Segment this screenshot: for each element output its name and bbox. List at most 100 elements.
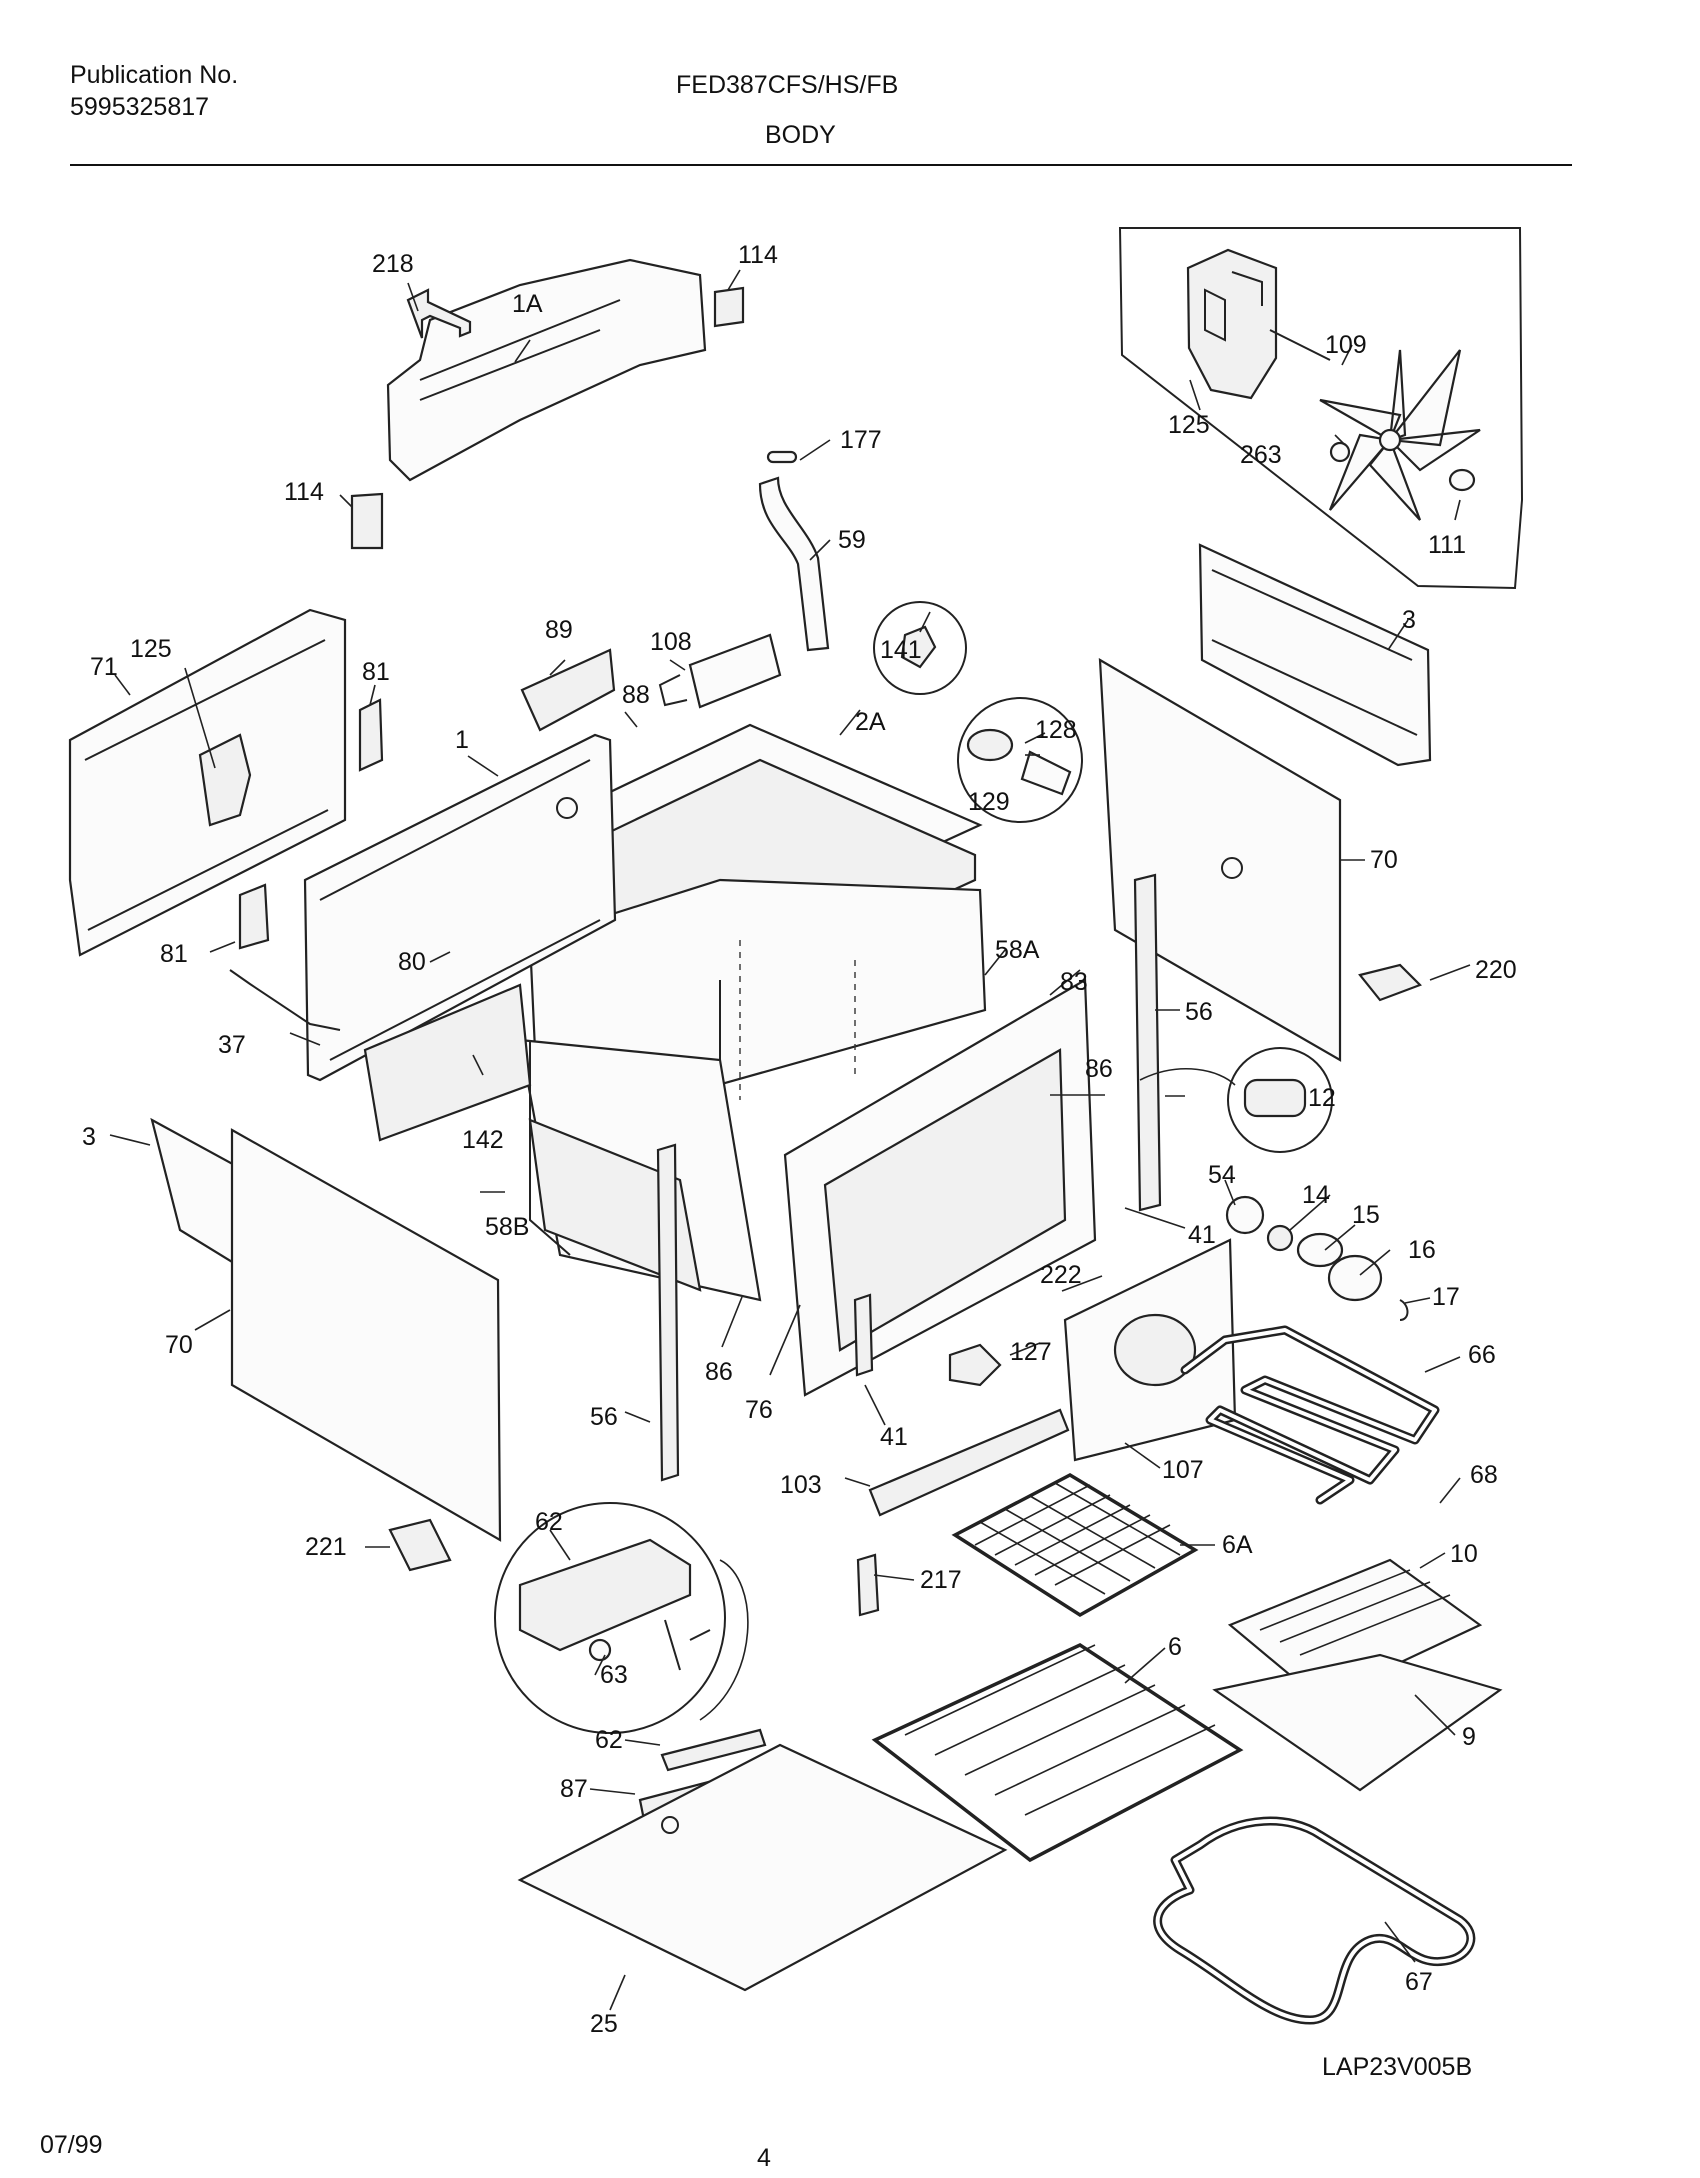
bracket-217 xyxy=(856,1553,880,1617)
header-rule xyxy=(70,164,1572,166)
callout-221: 221 xyxy=(305,1533,347,1561)
callout-1: 1 xyxy=(455,726,469,754)
broil-assembly xyxy=(1063,1238,1440,1505)
frame-rail-56-right xyxy=(1133,873,1162,1212)
callout-1a: 1A xyxy=(512,290,543,318)
callout-62-inset: 62 xyxy=(535,1508,563,1536)
footer-date: 07/99 xyxy=(40,2131,103,2159)
callout-81-upper: 81 xyxy=(362,658,390,686)
convection-fan-inset xyxy=(1118,227,1524,590)
callout-76: 76 xyxy=(745,1396,773,1424)
callout-63: 63 xyxy=(600,1661,628,1689)
model-number: FED387CFS/HS/FB xyxy=(676,71,899,99)
callout-41-lower: 41 xyxy=(880,1423,908,1451)
callout-125-left: 125 xyxy=(130,635,172,663)
callout-218: 218 xyxy=(372,250,414,278)
bracket-81-upper xyxy=(358,698,384,772)
fan-motor-108 xyxy=(520,633,782,732)
callout-2a: 2A xyxy=(855,708,886,736)
top-rear-panel xyxy=(350,258,745,550)
inset-141 xyxy=(873,601,967,695)
callout-16: 16 xyxy=(1408,1236,1436,1264)
callout-6a: 6A xyxy=(1222,1531,1253,1559)
callout-9: 9 xyxy=(1462,1723,1476,1751)
callout-37: 37 xyxy=(218,1031,246,1059)
callout-83: 83 xyxy=(1060,968,1088,996)
callout-80: 80 xyxy=(398,948,426,976)
page-number: 4 xyxy=(757,2144,771,2172)
callout-107: 107 xyxy=(1162,1456,1204,1484)
bracket-41 xyxy=(853,1293,874,1377)
callout-70-right: 70 xyxy=(1370,846,1398,874)
callout-103: 103 xyxy=(780,1471,822,1499)
callout-128: 128 xyxy=(1035,716,1077,744)
callout-108: 108 xyxy=(650,628,692,656)
callout-56-right: 56 xyxy=(1185,998,1213,1026)
callout-58b: 58B xyxy=(485,1213,529,1241)
bracket-62-lower xyxy=(660,1728,767,1772)
callout-127: 127 xyxy=(1010,1338,1052,1366)
callout-56-left: 56 xyxy=(590,1403,618,1431)
callout-15: 15 xyxy=(1352,1201,1380,1229)
callout-109: 109 xyxy=(1325,331,1367,359)
callout-88: 88 xyxy=(622,681,650,709)
callout-222: 222 xyxy=(1040,1261,1082,1289)
inset-128-129 xyxy=(957,697,1083,823)
callout-68: 68 xyxy=(1470,1461,1498,1489)
callout-3-top: 3 xyxy=(1402,606,1416,634)
rear-panel xyxy=(303,733,617,1142)
callout-86-right: 86 xyxy=(1085,1055,1113,1083)
publication-label: Publication No. xyxy=(70,61,239,89)
callout-12: 12 xyxy=(1308,1084,1336,1112)
frame-rail-56-left xyxy=(656,1143,680,1482)
callout-89: 89 xyxy=(545,616,573,644)
callout-14: 14 xyxy=(1302,1181,1330,1209)
callout-111: 111 xyxy=(1428,531,1466,559)
bracket-220 xyxy=(1358,963,1422,1002)
convection-cover xyxy=(1198,543,1432,767)
callout-6: 6 xyxy=(1168,1633,1182,1661)
callout-125-inset: 125 xyxy=(1168,411,1210,439)
burner-127 xyxy=(948,1343,1002,1387)
leader-lines xyxy=(109,269,1471,2011)
callout-25: 25 xyxy=(590,2010,618,2038)
trim-103 xyxy=(868,1408,1070,1517)
callout-263: 263 xyxy=(1240,441,1282,469)
inset-12 xyxy=(1227,1047,1333,1153)
callout-41-right: 41 xyxy=(1188,1221,1216,1249)
callout-70-left: 70 xyxy=(165,1331,193,1359)
callout-3-left: 3 xyxy=(82,1123,96,1151)
callout-17: 17 xyxy=(1432,1283,1460,1311)
publication-number: 5995325817 xyxy=(70,93,210,121)
bracket-81-lower xyxy=(238,883,270,950)
callout-81-lower: 81 xyxy=(160,940,188,968)
callout-177: 177 xyxy=(840,426,882,454)
callout-54: 54 xyxy=(1208,1161,1236,1189)
back-panel-right xyxy=(1098,658,1342,1062)
left-outer-panel xyxy=(150,1117,502,1542)
inset-62-63 xyxy=(494,1502,726,1734)
callout-141: 141 xyxy=(880,636,922,664)
vent-tube xyxy=(758,450,830,652)
callout-67: 67 xyxy=(1405,1968,1433,1996)
callout-87: 87 xyxy=(560,1775,588,1803)
oven-cavity-assembly xyxy=(507,723,987,1302)
callout-114-left: 114 xyxy=(284,478,324,506)
bracket-221 xyxy=(388,1518,452,1572)
callout-66: 66 xyxy=(1468,1341,1496,1369)
sensor-wire xyxy=(229,969,341,1031)
bottom-panel xyxy=(517,1743,1008,1992)
section-title: BODY xyxy=(765,121,836,149)
callout-62-lower: 62 xyxy=(595,1726,623,1754)
callout-10: 10 xyxy=(1450,1540,1478,1568)
rack-6a xyxy=(951,1472,1199,1618)
callout-142: 142 xyxy=(462,1126,504,1154)
callout-71: 71 xyxy=(90,653,118,681)
broil-pan xyxy=(1212,1558,1503,1792)
callout-114-top: 114 xyxy=(738,241,778,269)
rack-6 xyxy=(871,1643,1244,1863)
callout-labels: 218 1A 114 114 177 59 109 125 263 111 71… xyxy=(82,241,1517,2038)
front-frame xyxy=(783,978,1097,1397)
callout-59: 59 xyxy=(838,526,866,554)
